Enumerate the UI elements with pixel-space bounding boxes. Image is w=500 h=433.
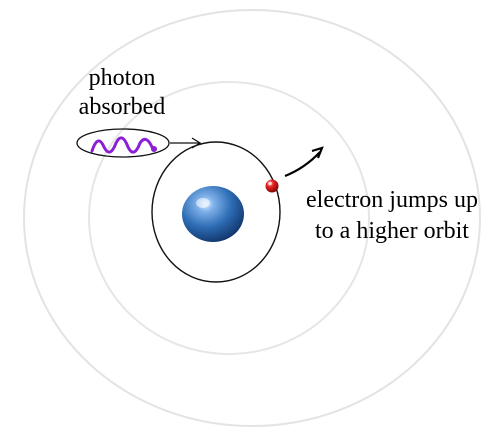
nucleus-icon: [182, 186, 244, 242]
outer-orbit: [23, 9, 481, 427]
middle-orbit: [88, 81, 370, 355]
photon-label-line1: photon: [89, 65, 156, 91]
inner-orbit: [151, 141, 281, 283]
photon-ellipse: [76, 128, 170, 158]
electron-icon: [265, 179, 279, 193]
photon-icon: [76, 128, 170, 158]
electron-jump-arrow: [284, 146, 324, 178]
photon-label-line2: absorbed: [79, 94, 166, 120]
electron-label-line1: electron jumps up: [306, 187, 478, 213]
photon-arrow: [170, 137, 202, 149]
electron-label-line2: to a higher orbit: [315, 218, 469, 244]
photon-wave: [90, 136, 154, 154]
